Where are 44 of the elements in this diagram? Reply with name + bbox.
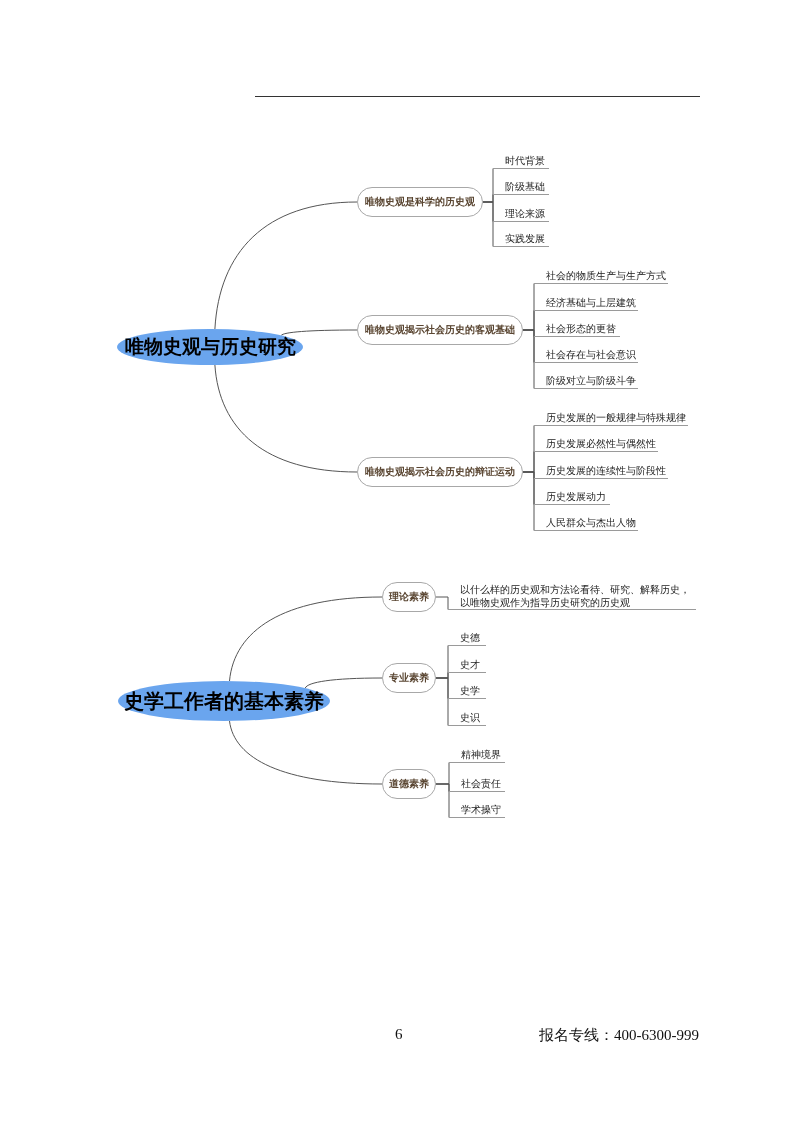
- underlined-subtopic: 史德: [448, 631, 486, 646]
- underlined-subtopic: 以什么样的历史观和方法论看待、研究、解释历史，以唯物史观作为指导历史研究的历史观: [448, 583, 696, 610]
- underlined-subtopic: 史识: [448, 711, 486, 726]
- underlined-subtopic: 社会责任: [449, 777, 505, 792]
- underlined-subtopic: 史才: [448, 658, 486, 673]
- underlined-subtopic: 社会形态的更替: [534, 322, 620, 337]
- elbow-connector: [482, 201, 494, 247]
- underlined-subtopic: 经济基础与上层建筑: [534, 296, 638, 311]
- topic-pill: 唯物史观揭示社会历史的辩证运动: [357, 457, 523, 487]
- central-topic-ellipse: 唯物史观与历史研究: [117, 329, 303, 365]
- elbow-connector: [522, 329, 535, 389]
- elbow-connector: [435, 783, 450, 818]
- underlined-subtopic: 历史发展必然性与偶然性: [534, 437, 658, 452]
- underlined-subtopic: 阶级对立与阶级斗争: [534, 374, 638, 389]
- underlined-subtopic: 人民群众与杰出人物: [534, 516, 638, 531]
- underlined-subtopic: 历史发展的连续性与阶段性: [534, 464, 668, 479]
- curved-connector: [229, 596, 383, 682]
- topic-pill: 唯物史观揭示社会历史的客观基础: [357, 315, 523, 345]
- underlined-subtopic: 历史发展的一般规律与特殊规律: [534, 411, 688, 426]
- curved-connector: [229, 720, 383, 785]
- underlined-subtopic: 历史发展动力: [534, 490, 610, 505]
- elbow-connector: [522, 471, 535, 531]
- topic-pill: 道德素养: [382, 769, 436, 799]
- underlined-subtopic: 阶级基础: [493, 180, 549, 195]
- underlined-subtopic: 学术操守: [449, 803, 505, 818]
- curved-connector: [304, 677, 383, 689]
- underlined-subtopic: 理论来源: [493, 207, 549, 222]
- curved-connector: [214, 201, 358, 330]
- page-number: 6: [395, 1026, 403, 1043]
- underlined-subtopic: 时代背景: [493, 154, 549, 169]
- underlined-subtopic: 史学: [448, 684, 486, 699]
- topic-pill: 专业素养: [382, 663, 436, 693]
- topic-pill: 唯物史观是科学的历史观: [357, 187, 483, 217]
- elbow-connector: [435, 596, 449, 610]
- underlined-subtopic: 实践发展: [493, 232, 549, 247]
- curved-connector: [214, 364, 358, 473]
- elbow-connector: [435, 677, 449, 726]
- curved-connector: [280, 329, 358, 336]
- central-topic-ellipse: 史学工作者的基本素养: [118, 681, 330, 721]
- underlined-subtopic: 社会的物质生产与生产方式: [534, 269, 668, 284]
- underlined-subtopic: 社会存在与社会意识: [534, 348, 638, 363]
- underlined-subtopic: 精神境界: [449, 748, 505, 763]
- footer-text: 报名专线：400-6300-999: [539, 1026, 699, 1045]
- topic-pill: 理论素养: [382, 582, 436, 612]
